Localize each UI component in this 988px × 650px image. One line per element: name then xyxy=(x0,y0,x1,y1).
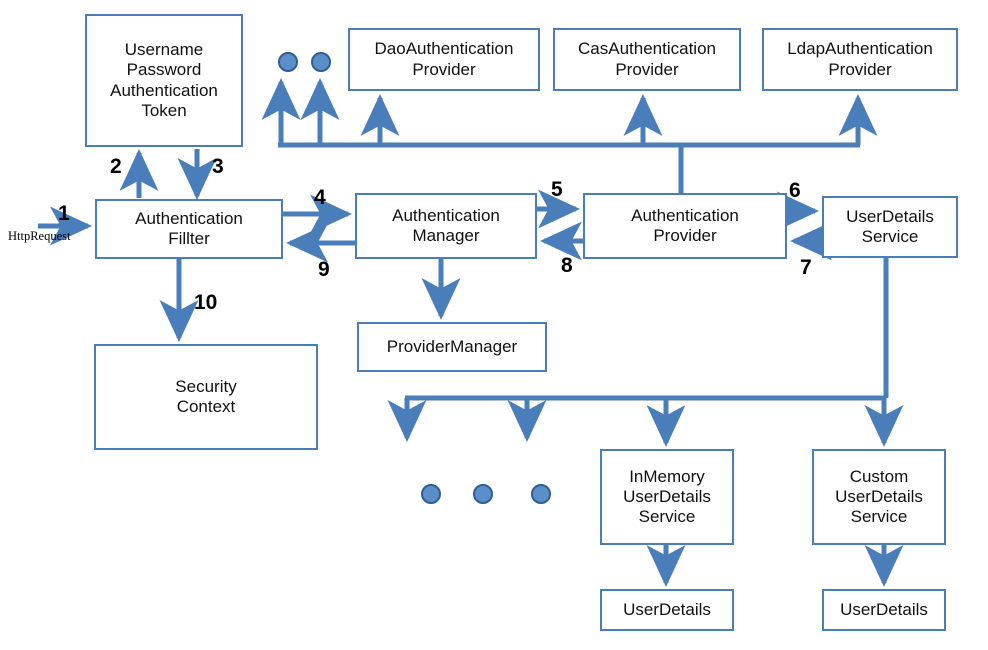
service-dot-3-icon xyxy=(531,484,551,504)
provider-dot-1-icon xyxy=(278,52,298,72)
node-custom-user-details-service[interactable]: Custom UserDetails Service xyxy=(812,449,946,545)
node-dao-authentication-provider[interactable]: DaoAuthentication Provider xyxy=(348,28,540,91)
node-label: Username Password Authentication Token xyxy=(110,40,218,120)
service-dot-1-icon xyxy=(421,484,441,504)
step-number-1: 1 xyxy=(58,202,70,225)
provider-dot-2-icon xyxy=(311,52,331,72)
step-number-10: 10 xyxy=(194,291,218,314)
step-number-5: 5 xyxy=(551,178,563,201)
node-user-details-right[interactable]: UserDetails xyxy=(822,589,946,631)
step-number-2: 2 xyxy=(110,155,122,178)
node-label: UserDetails Service xyxy=(846,206,934,246)
node-security-context[interactable]: Security Context xyxy=(94,344,318,450)
step-number-9: 9 xyxy=(318,258,330,281)
node-authentication-provider[interactable]: Authentication Provider xyxy=(583,193,787,259)
service-dot-2-icon xyxy=(473,484,493,504)
node-inmemory-user-details-service[interactable]: InMemory UserDetails Service xyxy=(600,449,734,545)
step-number-6: 6 xyxy=(789,179,801,202)
node-authentication-manager[interactable]: Authentication Manager xyxy=(355,193,537,259)
node-label: Custom UserDetails Service xyxy=(835,466,923,527)
step-number-4: 4 xyxy=(314,186,326,209)
node-label: UserDetails xyxy=(840,599,928,619)
node-label: LdapAuthentication Provider xyxy=(787,39,933,79)
node-label: Authentication Fillter xyxy=(135,208,243,248)
step-number-8: 8 xyxy=(561,254,573,277)
step-number-7: 7 xyxy=(800,256,812,279)
node-user-details-left[interactable]: UserDetails xyxy=(600,589,734,631)
node-label: DaoAuthentication Provider xyxy=(374,39,514,79)
node-label: CasAuthentication Provider xyxy=(578,39,716,79)
node-label: UserDetails xyxy=(623,599,711,619)
node-label: Security Context xyxy=(175,376,237,416)
node-cas-authentication-provider[interactable]: CasAuthentication Provider xyxy=(553,28,741,91)
node-label: InMemory UserDetails Service xyxy=(623,466,711,527)
node-provider-manager[interactable]: ProviderManager xyxy=(357,322,547,372)
node-ldap-authentication-provider[interactable]: LdapAuthentication Provider xyxy=(762,28,958,91)
http-request-caption: HttpRequest xyxy=(8,229,71,243)
step-number-3: 3 xyxy=(212,155,224,178)
node-label: Authentication Manager xyxy=(392,205,500,245)
node-username-password-authentication-token[interactable]: Username Password Authentication Token xyxy=(85,14,243,147)
node-authentication-filter[interactable]: Authentication Fillter xyxy=(95,199,283,259)
node-user-details-service[interactable]: UserDetails Service xyxy=(822,196,958,258)
node-label: ProviderManager xyxy=(386,336,518,356)
node-label: Authentication Provider xyxy=(631,205,739,245)
